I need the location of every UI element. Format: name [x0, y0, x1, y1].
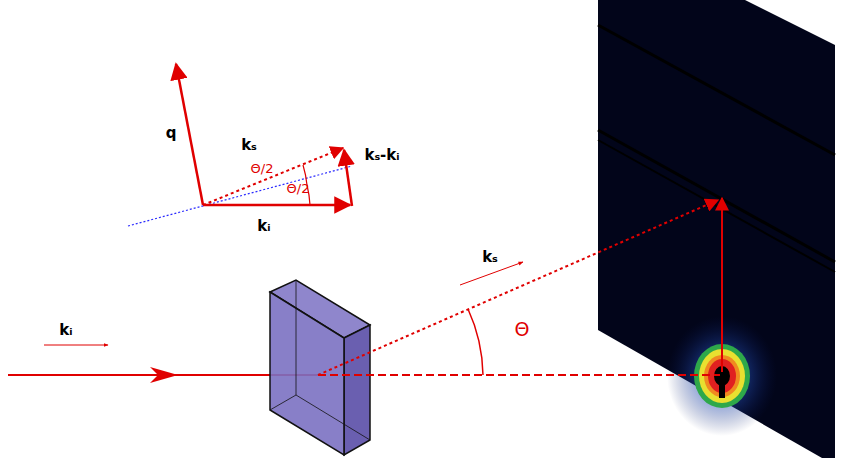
sample-side [344, 325, 370, 455]
vector-label: kᵢ [59, 323, 72, 338]
ks-minus-ki-vector [344, 150, 352, 206]
sample-face [270, 292, 344, 455]
bisector-line [128, 166, 352, 226]
vector-label: kₛ [241, 138, 257, 153]
q-on-detector [721, 198, 723, 372]
scattered-beam [318, 200, 718, 375]
detector-gap [598, 25, 835, 155]
sample-edge [296, 280, 297, 395]
ki-direction [44, 345, 108, 346]
angle-label: Θ/2 [251, 162, 274, 175]
vector-label: kₛ [482, 250, 498, 265]
vector-label: q [166, 126, 177, 141]
q-vector [176, 64, 203, 205]
detector-gap [598, 130, 835, 262]
sample-edge [270, 395, 296, 410]
sample-edge [296, 395, 370, 440]
vector-label: kᵢ [257, 219, 270, 234]
transmitted-beam [318, 374, 720, 376]
detector-panel [598, 0, 835, 458]
ki-vector [203, 204, 350, 207]
angle-label: Θ/2 [287, 182, 310, 195]
vector-label: kₛ-kᵢ [364, 148, 399, 163]
ks-vector [203, 148, 343, 205]
ks-direction [460, 262, 523, 285]
angle-label: Θ [515, 320, 530, 339]
theta-arc [468, 309, 483, 375]
beamstop-holder [719, 376, 725, 398]
beam-arrowhead [150, 367, 178, 383]
detector-gap [598, 140, 835, 272]
